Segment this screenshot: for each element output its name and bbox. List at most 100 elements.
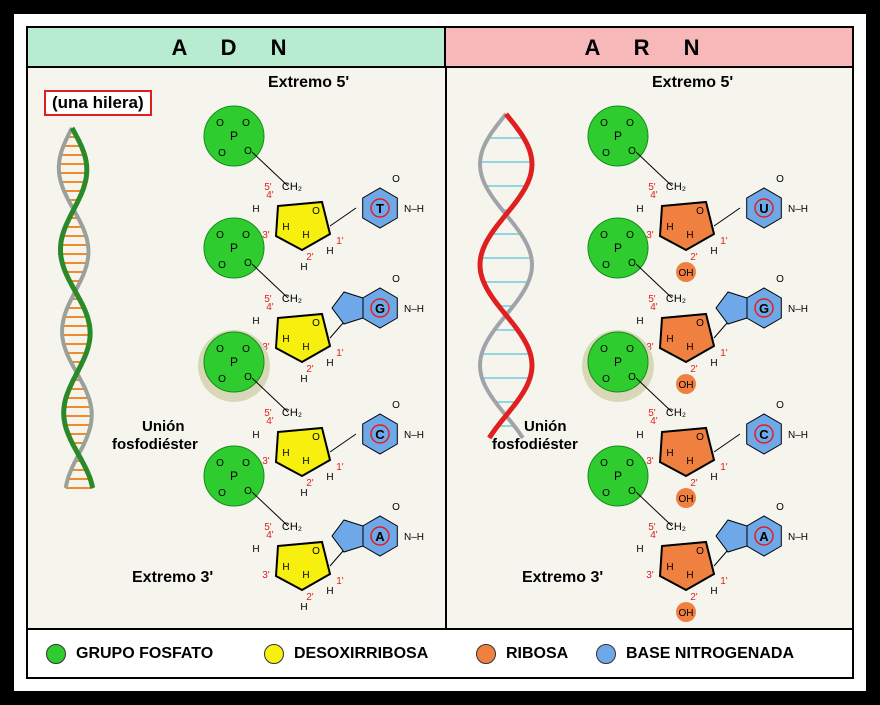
adn-three-prime-label: Extremo 3': [132, 569, 214, 586]
amine-group: N–H: [788, 430, 808, 441]
hydrogen: H: [686, 342, 693, 353]
carbon-number: 4': [266, 530, 274, 541]
deoxyribose-sugar: [274, 312, 332, 364]
purine-ring: [331, 519, 364, 553]
carbon-number: 3': [646, 570, 654, 581]
hydrogen: H: [252, 316, 259, 327]
base-letter-ring: [754, 298, 774, 318]
hydrogen: H: [302, 230, 309, 241]
glycosidic-bond: [713, 207, 741, 227]
ch2-group: CH₂: [282, 293, 302, 305]
hydrogen: H: [710, 586, 717, 597]
ring-oxygen: O: [312, 432, 320, 443]
hydrogen: H: [300, 602, 307, 613]
oxygen-symbol: O: [602, 374, 610, 385]
hydroxyl-group: OH: [679, 268, 694, 279]
amine-group: N–H: [788, 204, 808, 215]
base-letter: A: [375, 529, 385, 544]
hydrogen: H: [636, 430, 643, 441]
oxygen-symbol: O: [626, 230, 634, 241]
hydrogen: H: [636, 316, 643, 327]
oxygen-symbol: O: [244, 146, 252, 157]
purine-ring: [715, 291, 748, 325]
hydrogen: H: [282, 222, 289, 233]
ester-bond: [635, 491, 673, 527]
carbon-number: 3': [646, 456, 654, 467]
phosphorus-symbol: P: [230, 355, 238, 369]
phosphorus-symbol: P: [614, 355, 622, 369]
hydrogen: H: [326, 472, 333, 483]
ester-bond: [251, 263, 289, 299]
hydrogen: H: [710, 358, 717, 369]
hydrogen: H: [636, 204, 643, 215]
carbon-number: 1': [720, 236, 728, 247]
hydroxyl-group: OH: [679, 380, 694, 391]
oxygen-symbol: O: [600, 118, 608, 129]
carbon-number: 1': [336, 236, 344, 247]
hydrogen: H: [686, 230, 693, 241]
hydrogen: H: [636, 544, 643, 555]
glycosidic-bond: [329, 207, 357, 227]
adn-header: A D N: [28, 28, 446, 68]
nitrogenous-base: [362, 413, 398, 455]
ester-bond: [251, 491, 289, 527]
carbon-number: 4': [266, 302, 274, 313]
hydroxyl-highlight: [676, 374, 696, 394]
ester-bond: [251, 151, 289, 187]
deoxyribose-sugar: [274, 540, 332, 592]
ring-oxygen: O: [696, 206, 704, 217]
carbon-number: 4': [650, 190, 658, 201]
carbon-number: 5': [264, 182, 272, 193]
legend-label: DESOXIRRIBOSA: [294, 645, 429, 662]
phosphate-group: [203, 445, 265, 507]
phosphate-group: [203, 105, 265, 167]
hydrogen: H: [252, 204, 259, 215]
carbon-number: 3': [646, 230, 654, 241]
ribose-sugar: [658, 312, 716, 364]
carbonyl-oxygen: O: [776, 502, 784, 513]
hydrogen: H: [326, 586, 333, 597]
arn-three-prime-label: Extremo 3': [522, 569, 604, 586]
carbon-number: 3': [262, 570, 270, 581]
hydroxyl-group: OH: [679, 608, 694, 619]
carbon-number: 1': [336, 348, 344, 359]
carbon-number: 2': [306, 478, 314, 489]
hydrogen: H: [326, 246, 333, 257]
base-swatch: [596, 644, 616, 664]
phosphate-group: [203, 217, 265, 279]
hydrogen: H: [252, 430, 259, 441]
amine-group: N–H: [404, 204, 424, 215]
oxygen-symbol: O: [628, 372, 636, 383]
rna-helix-back-strand: [477, 112, 535, 440]
rna-helix-front-strand: [477, 112, 535, 440]
oxygen-symbol: O: [602, 148, 610, 159]
oxygen-symbol: O: [242, 118, 250, 129]
ring-oxygen: O: [312, 206, 320, 217]
carbonyl-oxygen: O: [392, 274, 400, 285]
single-strand-label: (una hilera): [44, 90, 152, 116]
carbon-number: 1': [336, 576, 344, 587]
phosphate-swatch: [46, 644, 66, 664]
oxygen-symbol: O: [626, 344, 634, 355]
hydrogen: H: [302, 456, 309, 467]
ch2-group: CH₂: [666, 293, 686, 305]
hydrogen: H: [282, 334, 289, 345]
hydrogen: H: [252, 544, 259, 555]
oxygen-symbol: O: [600, 344, 608, 355]
adn-bond-label-line2: fosfodiéster: [112, 436, 198, 453]
base-letter-ring: [754, 526, 774, 546]
carbon-number: 2': [690, 252, 698, 263]
oxygen-symbol: O: [628, 486, 636, 497]
carbon-number: 5': [264, 408, 272, 419]
ch2-group: CH₂: [666, 521, 686, 533]
phosphorus-symbol: P: [230, 129, 238, 143]
nitrogenous-base: [746, 187, 782, 229]
carbon-number: 1': [720, 576, 728, 587]
carbon-number: 4': [650, 530, 658, 541]
ester-bond: [635, 377, 673, 413]
carbon-number: 3': [262, 456, 270, 467]
base-letter-ring: [370, 526, 390, 546]
oxygen-symbol: O: [218, 260, 226, 271]
carbon-number: 1': [720, 348, 728, 359]
carbon-number: 1': [336, 462, 344, 473]
